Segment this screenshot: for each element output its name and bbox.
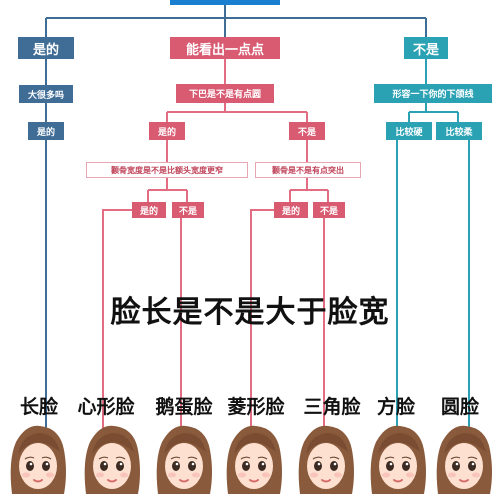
root-bar: [170, 0, 280, 5]
middle-yes-box: 是的: [149, 122, 185, 140]
heart-face-line: [102, 209, 132, 440]
shape-label-diamond: 菱形脸: [227, 396, 285, 418]
lower-right-no: 不是: [313, 202, 345, 218]
headline-question: 脸长是不是大于脸宽: [110, 295, 390, 330]
jaw-hard-box: 比较硬: [386, 122, 432, 140]
shape-label-square: 方脸: [376, 396, 415, 418]
branch-yes-box: 是的: [18, 37, 74, 59]
middle-no-box: 不是: [289, 122, 325, 140]
face-illustration-heart: [80, 420, 144, 500]
jaw-soft-box: 比较柔: [436, 122, 482, 140]
face-illustration-long: [6, 420, 70, 500]
face-illustration-square: [366, 420, 430, 500]
shape-label-heart: 心形脸: [77, 396, 135, 418]
middle-question-box: 下巴是不是有点圆: [176, 84, 274, 103]
cheekbone-prominent-question: 颧骨是不是有点突出: [255, 162, 361, 178]
branch-no-box: 不是: [404, 37, 448, 59]
shape-label-triangle: 三角脸: [303, 396, 361, 418]
face-illustration-diamond: [222, 420, 286, 500]
face-illustration-triangle: [294, 420, 358, 500]
branch-a-little-box: 能看出一点点: [170, 37, 280, 59]
cheekbone-narrower-question: 颧骨宽度是不是比额头宽度更窄: [86, 162, 248, 178]
lower-right-yes: 是的: [274, 202, 308, 218]
shape-label-oval: 鹅蛋脸: [155, 396, 213, 418]
face-illustration-oval: [152, 420, 216, 500]
diamond-face-line: [250, 209, 274, 440]
right-question-box: 形容一下你的下颌线: [374, 84, 492, 103]
shape-label-long: 长脸: [19, 396, 58, 418]
left-answer-yes: 是的: [28, 122, 64, 140]
face-illustration-round: [432, 420, 496, 500]
left-question-box: 大很多吗: [19, 85, 73, 103]
lower-left-yes: 是的: [132, 202, 166, 218]
shape-label-round: 圆脸: [440, 396, 479, 418]
lower-left-no: 不是: [172, 202, 204, 218]
